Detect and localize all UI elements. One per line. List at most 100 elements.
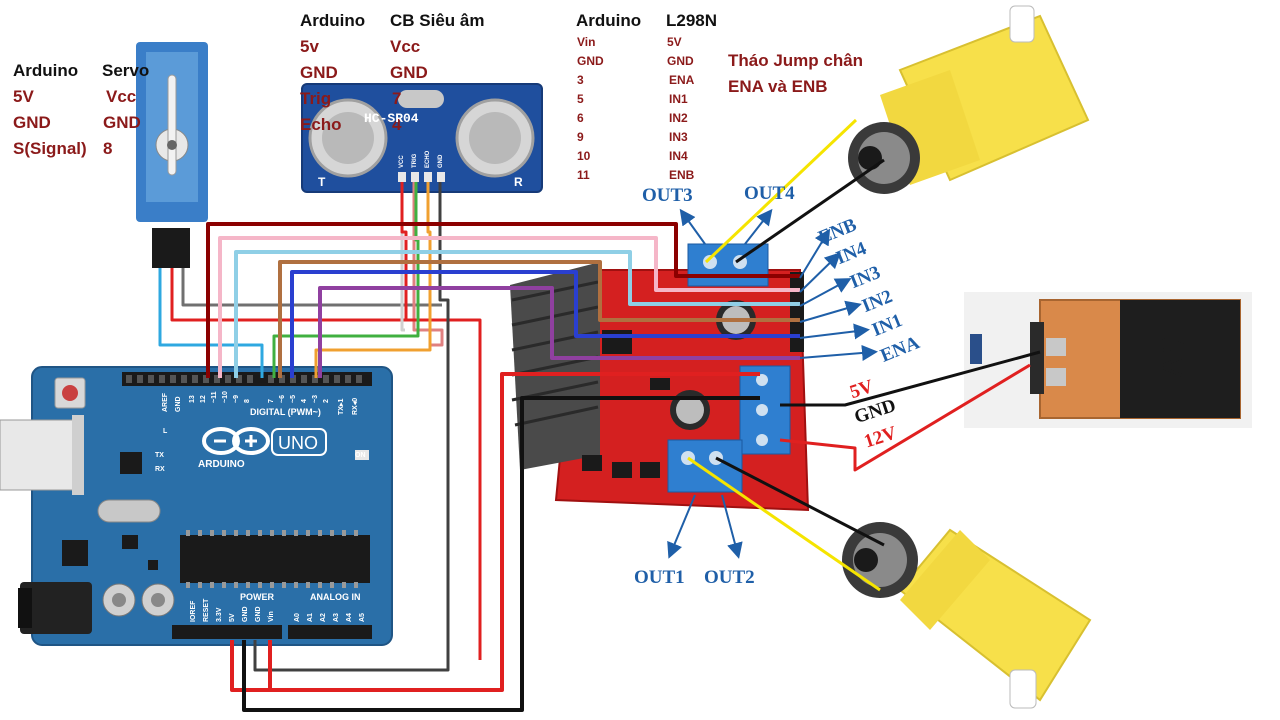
- wire-ena: [318, 286, 800, 378]
- pin-3v3: 3.3V: [216, 607, 223, 622]
- driver-table-col2-header: L298N: [666, 11, 718, 30]
- wire-gnd: [242, 396, 760, 712]
- wire-servo-signal: [158, 268, 264, 378]
- ultra-row-4-b: 4: [392, 115, 402, 134]
- rx-led-label: RX: [155, 466, 165, 473]
- servo-row-1-b: Vcc: [106, 87, 137, 106]
- pin-arrows: [667, 208, 878, 559]
- on-led-label: ON: [355, 452, 366, 459]
- ultra-row-3-a: Trig: [300, 89, 332, 108]
- pin-11: ~11: [211, 391, 218, 404]
- note-line-2: ENA và ENB: [728, 77, 828, 96]
- pin-13: 13: [189, 395, 196, 403]
- driver-row-7-b: IN4: [669, 149, 688, 163]
- label-out3: OUT3: [642, 185, 693, 206]
- ultra-table-col1-header: Arduino: [300, 11, 366, 30]
- motor-bottom: [842, 522, 1092, 709]
- gnd-top-label: GND: [175, 396, 182, 412]
- pin-vin: Vin: [268, 611, 275, 622]
- sensor-pin-trig: TRIG: [412, 153, 418, 168]
- pin-10: ~10: [222, 391, 229, 403]
- ultra-row-4-a: Echo: [300, 115, 342, 134]
- pin-a2: A2: [320, 613, 327, 622]
- driver-table-col1-header: Arduino: [576, 11, 642, 30]
- pin-3: ~3: [312, 395, 319, 403]
- ultra-row-3-b: 7: [392, 89, 402, 108]
- l298n-driver-board: [510, 243, 810, 512]
- pin-2: 2: [323, 399, 330, 403]
- wire-bundle: [158, 118, 1041, 712]
- power-label: POWER: [240, 592, 275, 602]
- wire-5v: [230, 372, 760, 692]
- wire-in2: [278, 260, 800, 378]
- wire-motor-bottom-a: [687, 456, 881, 592]
- pin-ioref: IOREF: [190, 600, 197, 622]
- pin-rx0: RX◂0: [352, 397, 359, 415]
- pin-12: 12: [200, 395, 207, 403]
- ultra-row-2-b: GND: [390, 63, 428, 82]
- driver-row-7-a: 10: [577, 149, 591, 163]
- wire-battery-neg: [780, 350, 1041, 407]
- pin-5v: 5V: [229, 613, 236, 622]
- driver-row-6-a: 9: [577, 130, 584, 144]
- driver-row-1-b: 5V: [667, 35, 682, 49]
- pin-5: ~5: [290, 395, 297, 403]
- wire-in3: [234, 250, 800, 378]
- pin-9: ~9: [233, 395, 240, 403]
- driver-row-4-a: 5: [577, 92, 584, 106]
- ultra-row-2-a: GND: [300, 63, 338, 82]
- note-line-1: Tháo Jump chân: [728, 51, 864, 70]
- servo-row-3-b: 8: [103, 139, 113, 158]
- label-out2: OUT2: [704, 567, 755, 588]
- driver-row-8-a: 11: [577, 168, 590, 182]
- wire-servo-gnd: [181, 268, 442, 307]
- sensor-pin-gnd: GND: [438, 154, 444, 168]
- wire-enb: [206, 222, 800, 378]
- driver-row-4-b: IN1: [669, 92, 688, 106]
- aref-label: AREF: [162, 392, 169, 412]
- ultra-row-1-a: 5v: [300, 37, 319, 56]
- driver-row-5-b: IN2: [669, 111, 688, 125]
- sensor-model-label: HC-SR04: [364, 111, 419, 126]
- label-out4: OUT4: [744, 183, 795, 204]
- pin-a4: A4: [346, 613, 353, 622]
- pin-4: 4: [301, 399, 308, 403]
- driver-row-3-b: ENA: [669, 73, 695, 87]
- sensor-t-label: T: [318, 175, 326, 189]
- wire-in1: [290, 270, 800, 378]
- servo-row-2-a: GND: [13, 113, 51, 132]
- pin-7: 7: [268, 399, 275, 403]
- analog-label: ANALOG IN: [310, 592, 361, 602]
- wire-motor-top-b: [735, 158, 885, 264]
- wire-in4: [218, 236, 800, 378]
- driver-row-2-b: GND: [667, 54, 694, 68]
- ultra-row-1-b: Vcc: [390, 37, 421, 56]
- arduino-uno-board: [0, 366, 393, 646]
- arduino-model-label: UNO: [278, 433, 318, 453]
- driver-row-5-a: 6: [577, 111, 584, 125]
- label-out1: OUT1: [634, 567, 685, 588]
- arduino-logo: [202, 427, 327, 456]
- pin-a3: A3: [333, 613, 340, 622]
- tx-led-label: TX: [155, 452, 164, 459]
- servo-row-1-a: 5V: [13, 87, 34, 106]
- pin-a1: A1: [307, 613, 314, 622]
- wire-motor-top-a: [704, 118, 858, 264]
- ultra-table-col2-header: CB Siêu âm: [390, 11, 485, 30]
- servo-table-col1-header: Arduino: [13, 61, 79, 80]
- driver-row-2-a: GND: [577, 54, 604, 68]
- pin-tx1: TX▸1: [338, 398, 345, 415]
- driver-row-6-b: IN3: [669, 130, 688, 144]
- pin-8: 8: [244, 399, 251, 403]
- driver-row-8-b: ENB: [669, 168, 695, 182]
- driver-row-1-a: Vin: [577, 35, 596, 49]
- sensor-r-label: R: [514, 175, 523, 189]
- servo-row-2-b: GND: [103, 113, 141, 132]
- sensor-pin-vcc: VCC: [399, 155, 405, 168]
- sensor-pin-echo: ECHO: [425, 150, 431, 168]
- digital-label: DIGITAL (PWM~): [250, 407, 321, 417]
- ultrasonic-sensor: [301, 83, 543, 193]
- wire-servo-vcc: [170, 268, 432, 322]
- servo-row-3-a: S(Signal): [13, 139, 87, 158]
